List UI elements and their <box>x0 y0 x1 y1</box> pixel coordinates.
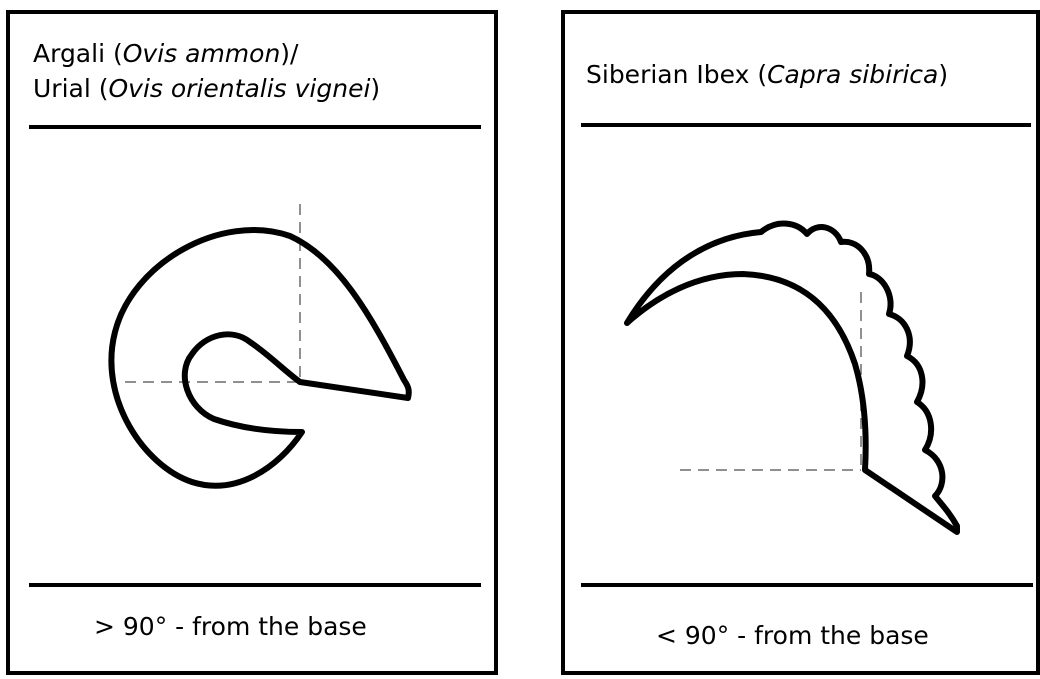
spiral-horn-outline <box>111 230 408 486</box>
spiral-horn-icon <box>10 14 502 679</box>
curved-ridged-horn-icon <box>565 14 1040 679</box>
siberian-ibex-panel: Siberian Ibex (Capra sibirica) < 90° - f… <box>561 10 1040 675</box>
panel-footer: > 90° - from the base <box>94 609 367 644</box>
bottom-divider <box>29 583 481 587</box>
bottom-divider <box>581 583 1033 587</box>
ibex-horn-outline <box>627 224 957 532</box>
argali-urial-panel: Argali (Ovis ammon)/ Urial (Ovis orienta… <box>6 10 498 675</box>
panel-footer: < 90° - from the base <box>656 618 929 653</box>
